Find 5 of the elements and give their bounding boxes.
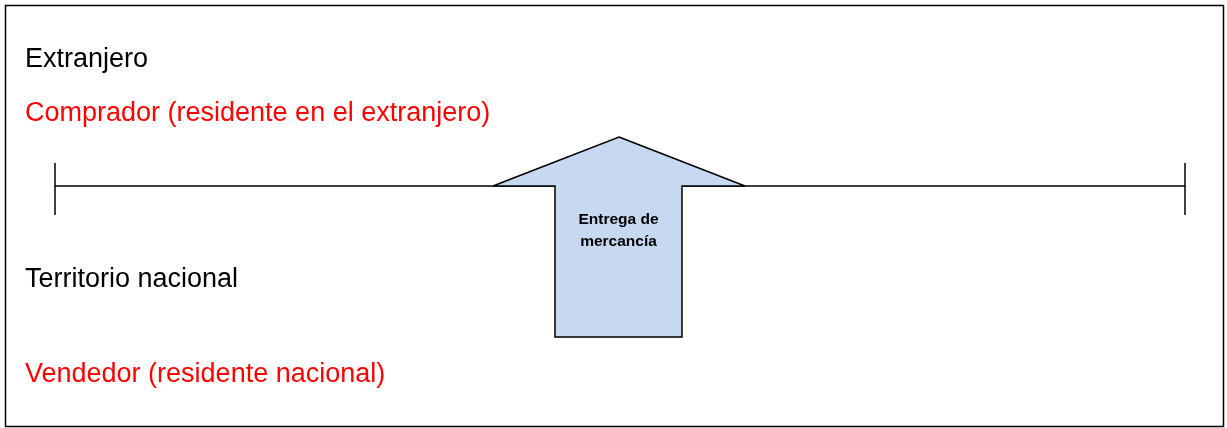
region-label: Extranjero <box>25 45 149 72</box>
region-label: Territorio nacional <box>25 265 239 292</box>
party-label: Comprador (residente en el extranjero) <box>25 99 491 126</box>
party-label: Vendedor (residente nacional) <box>25 360 386 387</box>
arrow-label: Entrega de mercancía <box>577 209 660 252</box>
